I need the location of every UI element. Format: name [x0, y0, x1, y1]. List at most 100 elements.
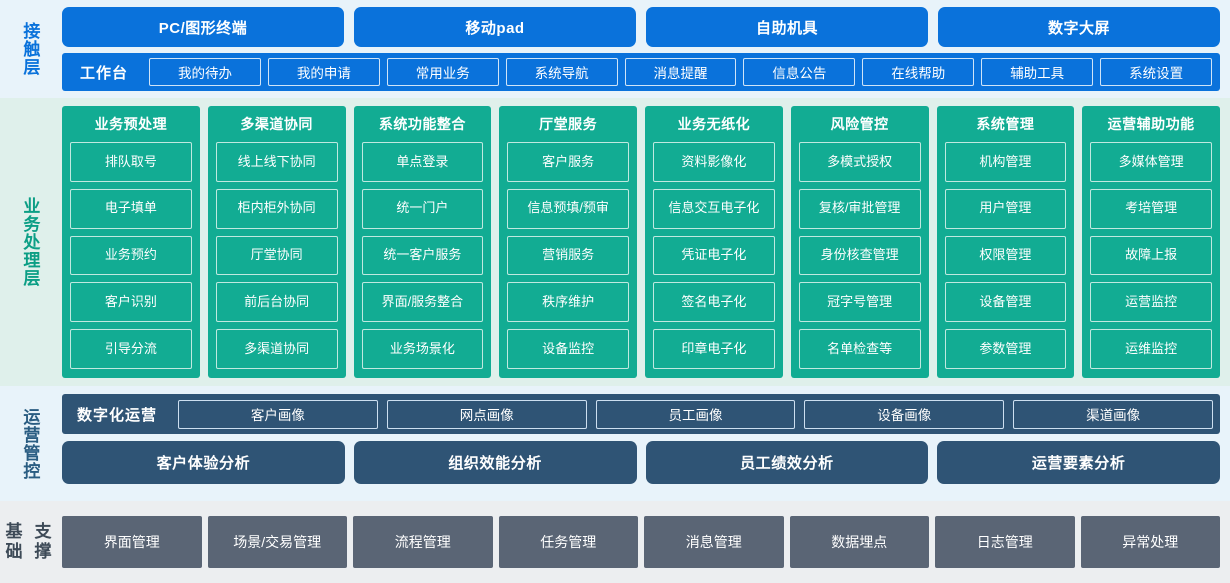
business-item[interactable]: 多模式授权 [798, 142, 921, 182]
layer-business-label: 业务处理层 [20, 197, 40, 287]
business-item[interactable]: 多媒体管理 [1090, 142, 1212, 182]
layer-foundation-body: 界面管理 场景/交易管理 流程管理 任务管理 消息管理 数据埋点 日志管理 异常… [58, 501, 1230, 583]
workbench-item[interactable]: 在线帮助 [862, 58, 975, 86]
business-item[interactable]: 多渠道协同 [215, 329, 338, 369]
terminal-chip[interactable]: 自助机具 [646, 7, 928, 47]
business-item[interactable]: 冠字号管理 [798, 282, 921, 323]
business-column-title: 风险管控 [830, 116, 889, 132]
business-item[interactable]: 故障上报 [1090, 235, 1212, 276]
business-item[interactable]: 厅堂协同 [215, 235, 338, 276]
business-item[interactable]: 权限管理 [944, 235, 1067, 276]
portrait-item[interactable]: 客户画像 [178, 399, 378, 429]
business-item[interactable]: 前后台协同 [215, 282, 338, 323]
workbench-item[interactable]: 我的申请 [267, 58, 380, 86]
foundation-row: 界面管理 场景/交易管理 流程管理 任务管理 消息管理 数据埋点 日志管理 异常… [62, 516, 1220, 568]
business-item[interactable]: 设备监控 [507, 329, 629, 369]
workbench-item[interactable]: 系统导航 [505, 58, 618, 86]
foundation-item[interactable]: 流程管理 [353, 516, 493, 568]
portrait-item[interactable]: 渠道画像 [1013, 399, 1213, 429]
analysis-item[interactable]: 组织效能分析 [353, 441, 637, 484]
analysis-row: 客户体验分析 组织效能分析 员工绩效分析 运营要素分析 [62, 441, 1220, 484]
terminal-chip[interactable]: 数字大屏 [938, 7, 1220, 47]
business-item[interactable]: 用户管理 [944, 188, 1067, 229]
workbench-item[interactable]: 消息提醒 [624, 58, 737, 86]
foundation-item[interactable]: 场景/交易管理 [207, 516, 347, 568]
portrait-item[interactable]: 设备画像 [804, 399, 1005, 429]
layer-operations-label: 运营管控 [20, 407, 40, 480]
foundation-item[interactable]: 日志管理 [935, 516, 1075, 568]
business-item[interactable]: 名单检查等 [798, 329, 921, 369]
workbench-item[interactable]: 系统设置 [1100, 58, 1213, 86]
portrait-item[interactable]: 员工画像 [595, 399, 796, 429]
layer-contact-label: 接触层 [20, 22, 40, 76]
business-item[interactable]: 机构管理 [944, 142, 1067, 182]
business-item[interactable]: 设备管理 [944, 282, 1067, 323]
business-item[interactable]: 资料影像化 [653, 142, 775, 182]
digital-operations-row: 数字化运营 客户画像 网点画像 员工画像 设备画像 渠道画像 [62, 394, 1220, 434]
business-item[interactable]: 客户服务 [507, 142, 629, 182]
foundation-item[interactable]: 消息管理 [644, 516, 784, 568]
business-item[interactable]: 界面/服务整合 [361, 282, 484, 323]
business-item[interactable]: 运营监控 [1090, 282, 1212, 323]
analysis-item[interactable]: 员工绩效分析 [645, 441, 929, 484]
digital-operations-title: 数字化运营 [77, 406, 158, 424]
layer-operations: 运营管控 数字化运营 客户画像 网点画像 员工画像 设备画像 渠道画像 客户体验… [0, 386, 1230, 501]
workbench-title: 工作台 [80, 64, 129, 82]
business-columns: 业务预处理 排队取号 电子填单 业务预约 客户识别 引导分流 多渠道协同 线上线… [62, 106, 1220, 378]
business-column: 多渠道协同 线上线下协同 柜内柜外协同 厅堂协同 前后台协同 多渠道协同 [207, 106, 346, 378]
foundation-item[interactable]: 界面管理 [62, 516, 202, 568]
layer-operations-body: 数字化运营 客户画像 网点画像 员工画像 设备画像 渠道画像 客户体验分析 组织… [58, 386, 1230, 501]
business-item[interactable]: 业务预约 [70, 235, 192, 276]
business-item[interactable]: 营销服务 [507, 235, 629, 276]
layer-contact-body: PC/图形终端 移动pad 自助机具 数字大屏 工作台 我的待办 我的申请 常用… [58, 0, 1230, 98]
business-column-title: 业务预处理 [94, 116, 168, 132]
business-item[interactable]: 签名电子化 [653, 282, 775, 323]
business-item[interactable]: 身份核查管理 [798, 235, 921, 276]
layer-foundation-label: 基础 支撑 [0, 501, 58, 583]
business-item[interactable]: 引导分流 [70, 329, 192, 369]
business-item[interactable]: 秩序维护 [507, 282, 629, 323]
business-item[interactable]: 电子填单 [70, 188, 192, 229]
layer-foundation-label-line2: 支撑 [34, 521, 53, 561]
business-column: 风险管控 多模式授权 复核/审批管理 身份核查管理 冠字号管理 名单检查等 [790, 106, 929, 378]
business-item[interactable]: 考培管理 [1090, 188, 1212, 229]
terminal-chip[interactable]: 移动pad [354, 7, 636, 47]
business-item[interactable]: 线上线下协同 [215, 142, 338, 182]
business-column: 厅堂服务 客户服务 信息预填/预审 营销服务 秩序维护 设备监控 [499, 106, 637, 378]
business-item[interactable]: 信息预填/预审 [507, 188, 629, 229]
business-item[interactable]: 参数管理 [944, 329, 1067, 369]
business-item[interactable]: 复核/审批管理 [798, 188, 921, 229]
foundation-item[interactable]: 任务管理 [498, 516, 638, 568]
workbench-item[interactable]: 信息公告 [743, 58, 856, 86]
business-item[interactable]: 统一门户 [361, 188, 484, 229]
business-column: 系统功能整合 单点登录 统一门户 统一客户服务 界面/服务整合 业务场景化 [353, 106, 492, 378]
business-item[interactable]: 业务场景化 [361, 329, 484, 369]
business-item[interactable]: 印章电子化 [653, 329, 775, 369]
terminal-chip[interactable]: PC/图形终端 [62, 7, 344, 47]
workbench-item[interactable]: 常用业务 [386, 58, 499, 86]
business-column: 运营辅助功能 多媒体管理 考培管理 故障上报 运营监控 运维监控 [1082, 106, 1220, 378]
portrait-item[interactable]: 网点画像 [386, 399, 587, 429]
business-item[interactable]: 客户识别 [70, 282, 192, 323]
foundation-item[interactable]: 数据埋点 [789, 516, 929, 568]
business-item[interactable]: 信息交互电子化 [653, 188, 775, 229]
layer-business-body: 业务预处理 排队取号 电子填单 业务预约 客户识别 引导分流 多渠道协同 线上线… [58, 98, 1230, 386]
business-column-title: 业务无纸化 [677, 116, 751, 132]
workbench-item[interactable]: 我的待办 [149, 58, 261, 86]
foundation-item[interactable]: 异常处理 [1080, 516, 1220, 568]
business-item[interactable]: 排队取号 [70, 142, 192, 182]
workbench-item[interactable]: 辅助工具 [981, 58, 1094, 86]
business-column-title: 运营辅助功能 [1107, 116, 1195, 132]
business-item[interactable]: 运维监控 [1090, 329, 1212, 369]
terminal-row: PC/图形终端 移动pad 自助机具 数字大屏 [62, 7, 1220, 47]
analysis-item[interactable]: 客户体验分析 [62, 441, 345, 484]
business-column-title: 系统管理 [976, 116, 1035, 132]
layer-foundation: 基础 支撑 界面管理 场景/交易管理 流程管理 任务管理 消息管理 数据埋点 日… [0, 501, 1230, 583]
business-item[interactable]: 柜内柜外协同 [215, 188, 338, 229]
analysis-item[interactable]: 运营要素分析 [937, 441, 1220, 484]
workbench-row: 工作台 我的待办 我的申请 常用业务 系统导航 消息提醒 信息公告 在线帮助 辅… [62, 53, 1220, 91]
business-item[interactable]: 统一客户服务 [361, 235, 484, 276]
business-item[interactable]: 凭证电子化 [653, 235, 775, 276]
business-item[interactable]: 单点登录 [361, 142, 484, 182]
